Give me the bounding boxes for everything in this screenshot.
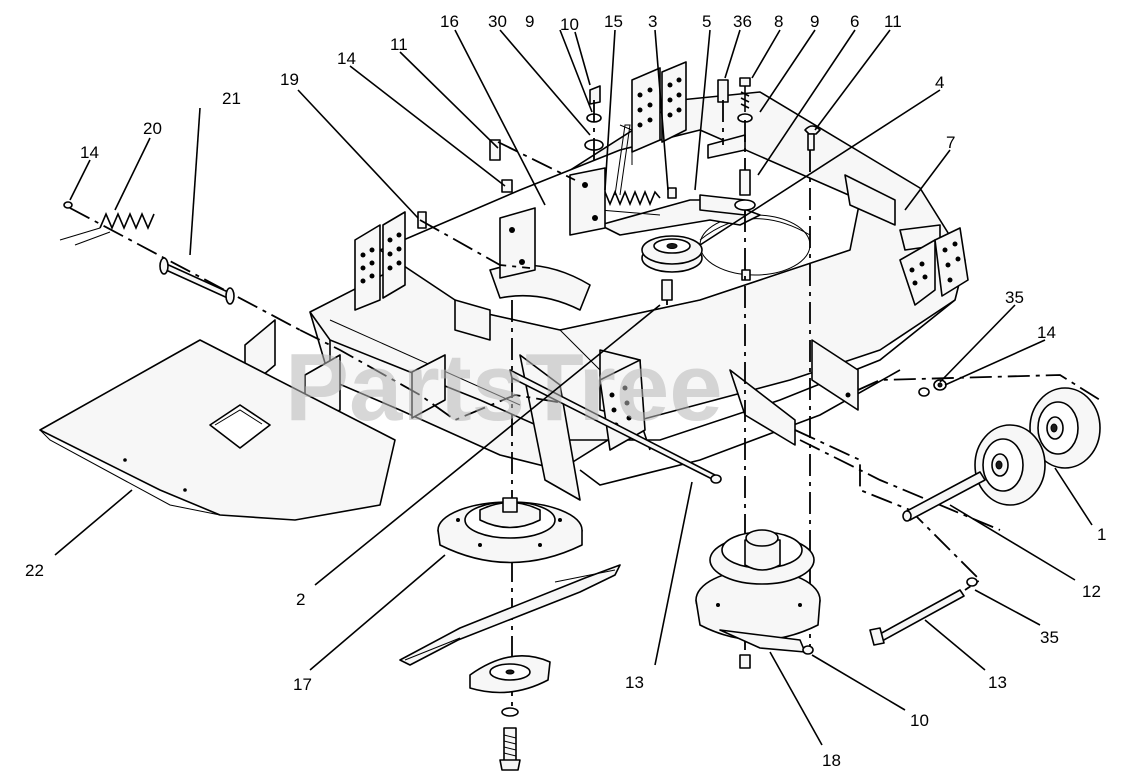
caster-washers	[918, 379, 978, 587]
deflector-spacer	[159, 257, 235, 305]
blade-bolt-left	[499, 707, 521, 771]
callout-11: 11	[390, 35, 408, 54]
callout-5: 5	[702, 12, 711, 31]
callout-14: 14	[80, 143, 99, 162]
spring-bracket	[569, 167, 606, 236]
idler-arm	[599, 194, 761, 236]
spindle-nuts-right	[739, 645, 814, 669]
spindle-assembly-left	[437, 497, 583, 564]
callout-20: 20	[143, 119, 162, 138]
callout-36: 36	[733, 12, 752, 31]
deflector-hinge-bracket-3	[411, 354, 446, 419]
callout-9: 9	[525, 12, 534, 31]
callout-12: 12	[1082, 582, 1101, 601]
callout-14: 14	[337, 49, 356, 68]
blade-left	[399, 564, 621, 666]
callout-3: 3	[648, 12, 657, 31]
callout-15: 15	[604, 12, 623, 31]
spindle-assembly-right	[695, 529, 821, 653]
callout-16: 16	[440, 12, 459, 31]
callout-labels: 14 20 21 19 14 11 16 30 9 10 15 3 5 36 8…	[25, 12, 1106, 770]
caster-wheel-front	[974, 424, 1046, 506]
callout-18: 18	[822, 751, 841, 770]
callout-30: 30	[488, 12, 507, 31]
callout-35: 35	[1040, 628, 1059, 647]
caster-axle	[902, 471, 986, 522]
height-adjust-plate-right-1	[899, 239, 936, 306]
callout-4: 4	[935, 73, 944, 92]
watermark-text: PartsTree	[285, 334, 723, 441]
deck-rod-front	[509, 369, 722, 484]
height-adjust-plate-left-1	[354, 224, 381, 311]
height-adjust-plate-right-2	[934, 227, 969, 297]
height-adjust-plate-rear-2	[661, 61, 687, 143]
callout-21: 21	[222, 89, 241, 108]
deflector-spring	[59, 201, 155, 246]
callout-13: 13	[988, 673, 1007, 692]
callout-11: 11	[884, 12, 902, 31]
idler-pulley	[641, 235, 703, 273]
callout-22: 22	[25, 561, 44, 580]
callout-13: 13	[625, 673, 644, 692]
callout-8: 8	[774, 12, 783, 31]
idler-rod	[614, 124, 633, 196]
callout-17: 17	[293, 675, 312, 694]
callout-19: 19	[280, 70, 299, 89]
callout-14: 14	[1037, 323, 1056, 342]
callout-2: 2	[296, 590, 305, 609]
callout-6: 6	[850, 12, 859, 31]
callout-9: 9	[810, 12, 819, 31]
callout-10: 10	[560, 15, 579, 34]
front-caster-bracket-right	[729, 369, 796, 446]
callout-10: 10	[910, 711, 929, 730]
caster-wheel-rear	[1029, 387, 1101, 469]
callout-leaders	[54, 29, 1093, 746]
blade-adapter-left	[469, 655, 551, 694]
deck-rod-rear	[869, 589, 965, 646]
front-caster-bracket-left	[519, 354, 581, 501]
discharge-deflector	[39, 339, 396, 521]
height-adjust-plate-left-2	[382, 211, 406, 299]
callout-1: 1	[1097, 525, 1106, 544]
rear-caster-bracket	[811, 339, 859, 411]
callout-35: 35	[1005, 288, 1024, 307]
deck-cover-plate	[499, 207, 536, 279]
callout-7: 7	[946, 133, 955, 152]
height-adjust-plate-rear-1	[631, 67, 661, 153]
